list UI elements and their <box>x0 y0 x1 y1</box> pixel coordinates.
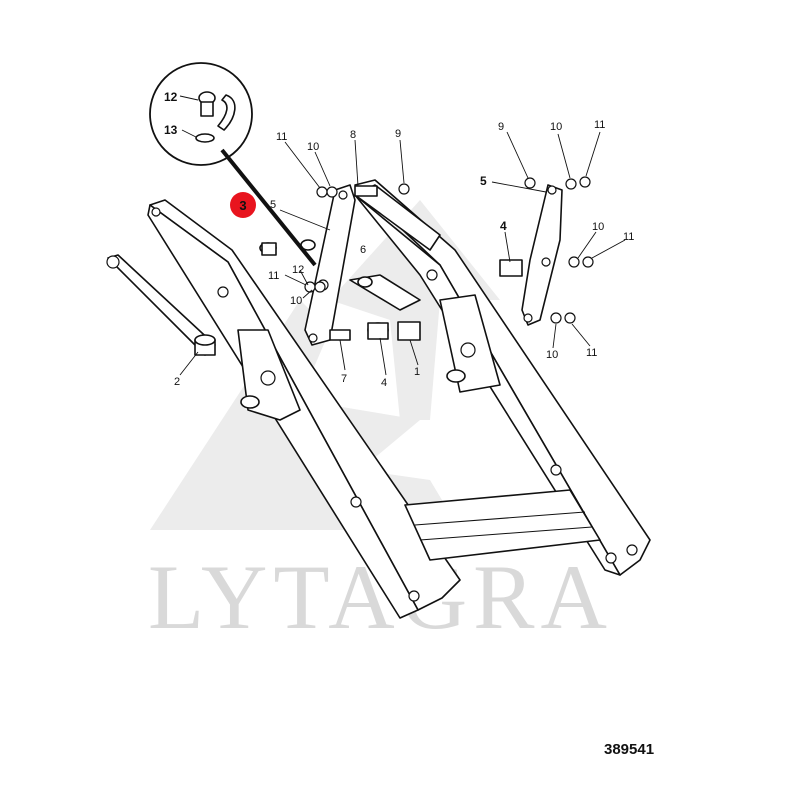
callout-4: 4 <box>381 377 387 389</box>
callout-9-right: 9 <box>498 121 504 133</box>
callout-8: 8 <box>350 129 356 141</box>
boom-left-arm <box>147 199 461 619</box>
callout-6: 6 <box>360 244 366 256</box>
callout-10-mid: 10 <box>290 295 302 307</box>
callout-labels: 11 10 8 9 5 12 6 11 10 7 4 1 2 9 10 11 5… <box>174 119 634 389</box>
callout-4-right: 4 <box>500 219 507 233</box>
callout-10: 10 <box>307 141 319 153</box>
callout-10-right: 10 <box>550 121 562 133</box>
callout-5: 5 <box>270 199 276 211</box>
pins <box>259 185 523 341</box>
highlight-marker[interactable]: 3 <box>230 192 256 218</box>
cross-member <box>404 489 601 561</box>
washers-nuts <box>304 176 594 324</box>
highlight-label: 3 <box>239 198 246 213</box>
inset-pointer <box>220 148 317 267</box>
callout-2: 2 <box>174 376 180 388</box>
callout-9: 9 <box>395 128 401 140</box>
inset-label-12: 12 <box>164 90 178 104</box>
callout-11: 11 <box>276 131 287 143</box>
callout-11-right-mid: 11 <box>623 231 634 243</box>
callout-11-right-bot: 11 <box>586 347 597 359</box>
callout-12: 12 <box>292 264 304 276</box>
callout-11-mid: 11 <box>268 270 279 282</box>
inset-label-13: 13 <box>164 123 178 137</box>
callout-1: 1 <box>414 366 420 378</box>
inset-detail: 12 13 <box>149 62 317 267</box>
callout-5-right: 5 <box>480 174 487 188</box>
plate-right <box>521 184 563 326</box>
callout-7: 7 <box>341 373 347 385</box>
diagram-number: 389541 <box>604 741 654 758</box>
leader-lines <box>179 131 626 376</box>
callout-11-right: 11 <box>594 119 605 131</box>
link-rod <box>106 254 216 356</box>
callout-10-right-mid: 10 <box>592 221 604 233</box>
callout-10-right-bot: 10 <box>546 349 558 361</box>
